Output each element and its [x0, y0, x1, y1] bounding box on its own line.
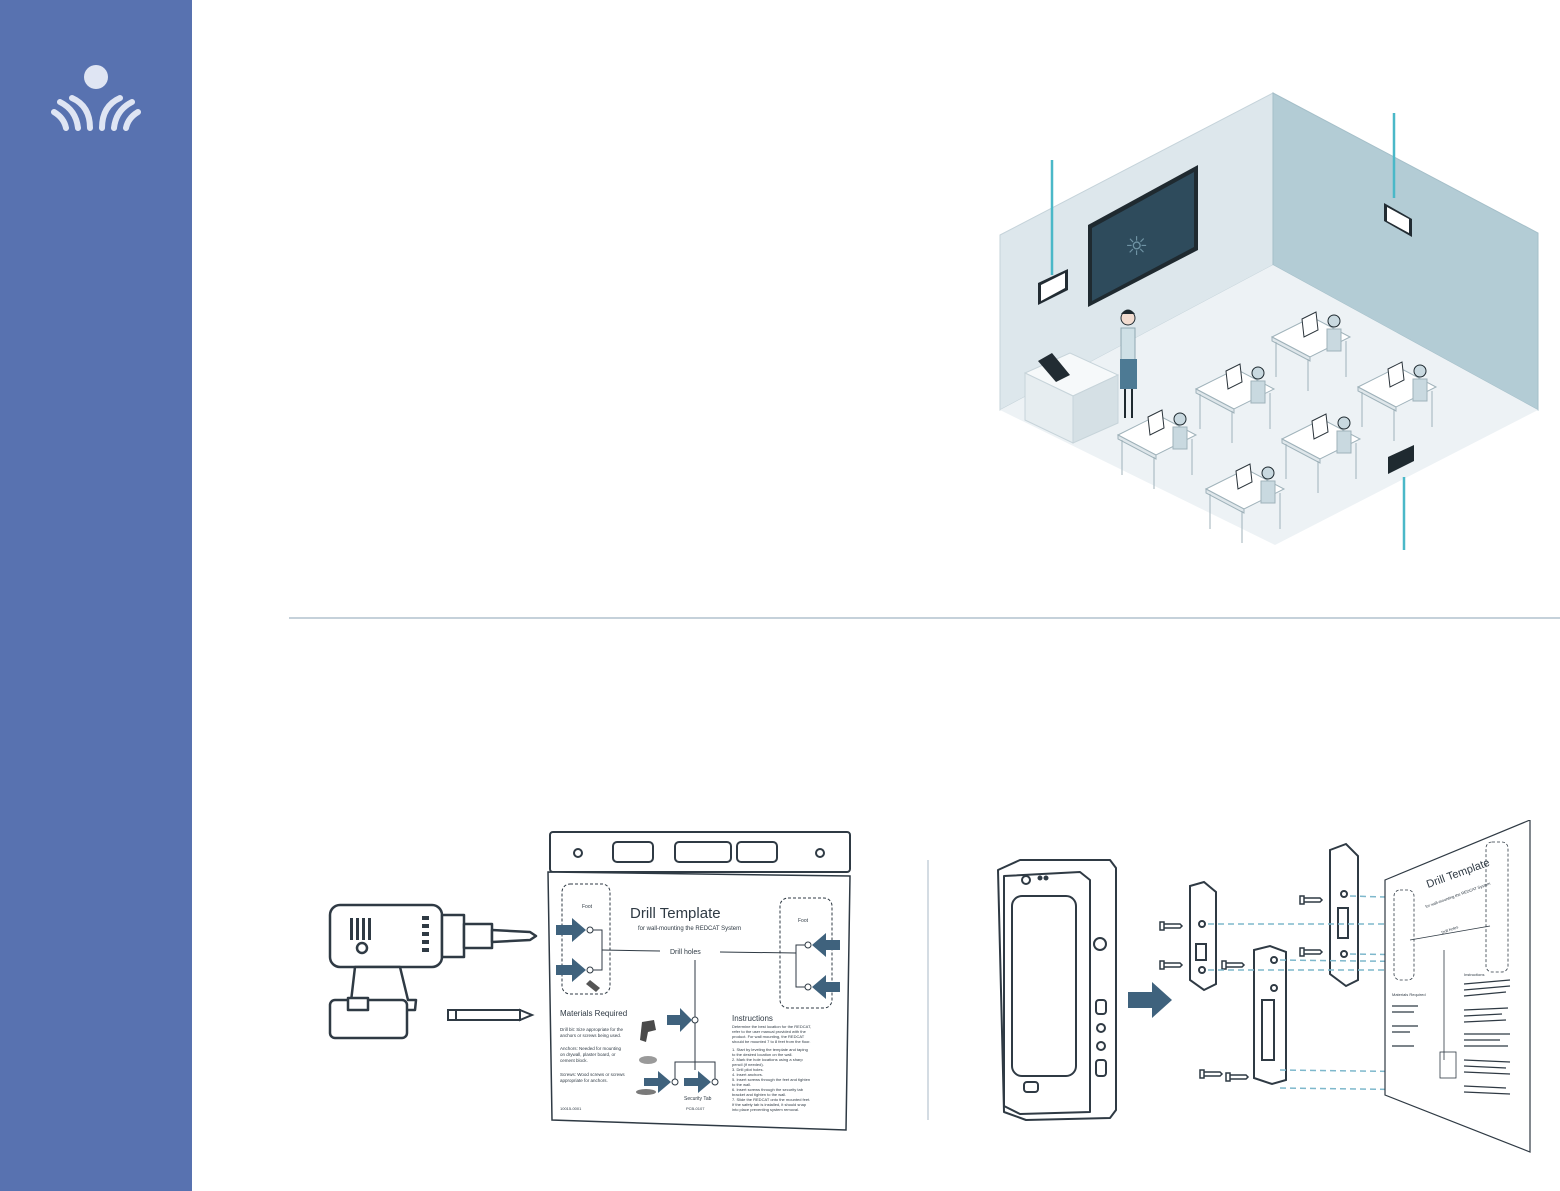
instructions-intro-3: product. For wall mounting, the REDCAT [732, 1034, 805, 1039]
materials-line-3b: appropriate for anchors. [560, 1078, 608, 1083]
classroom-floor [1000, 265, 1538, 545]
wall-mounted-device-icon [1038, 269, 1068, 305]
instructions-step: into place preventing system removal. [732, 1107, 799, 1112]
materials-line-3: Screws: Wood screws or screws [560, 1072, 625, 1077]
instructions-step: to the desired location on the wall. [732, 1052, 792, 1057]
svg-text:☼: ☼ [1125, 232, 1148, 262]
materials-line-2c: cement block. [560, 1058, 588, 1063]
instructions-step: 1. Start by leveling the template and ta… [732, 1047, 808, 1052]
materials-line-1b: anchors or screws being used. [560, 1033, 621, 1038]
template-drill-holes-label: Drill holes [670, 949, 701, 956]
drill-icon [328, 903, 538, 1040]
instructions-step: bracket and tighten to the wall. [732, 1092, 786, 1097]
template-security-tab-label: Security Tab [684, 1096, 712, 1102]
instructions-heading: Instructions [732, 1014, 773, 1023]
student-desk-icon [1116, 311, 1438, 543]
wall-mounted-device-icon [1384, 203, 1412, 237]
mounting-foot-icon [1189, 842, 1359, 992]
materials-line-2: Anchors: Needed for mounting [560, 1046, 622, 1051]
screw-icon [1159, 895, 1324, 1082]
materials-heading: Materials Required [560, 1009, 627, 1018]
template-part-number-bottom: PCB-0107 [686, 1106, 705, 1111]
instructions-intro-1: Determine the best location for the REDC… [732, 1024, 811, 1029]
mount-arrow-icon [1128, 982, 1172, 1018]
level-icon [549, 831, 851, 873]
section-divider [289, 617, 1560, 619]
template-foot-left: Foot [582, 904, 593, 910]
sun-rays-logo-icon [51, 65, 141, 131]
classroom-illustration: ☼ [999, 92, 1539, 550]
security-tab-bracket-icon [1253, 944, 1287, 1086]
template-subtitle: for wall-mounting the REDCAT System [638, 926, 741, 932]
wall-template-sheet: Drill Template for wall-mounting the RED… [1384, 820, 1531, 1153]
sidebar [0, 0, 192, 1191]
floor-device-icon [1388, 445, 1414, 474]
instructions-step: pencil (if needed). [732, 1062, 764, 1067]
teacher-icon [1120, 309, 1137, 418]
instructions-step: 3. Drill pilot holes. [732, 1067, 764, 1072]
pencil-icon [447, 1008, 535, 1022]
template-part-number-left: 10015-0001 [560, 1106, 582, 1111]
instructions-step: 6. Insert screws through the security ta… [732, 1087, 804, 1092]
redcat-device-icon [997, 859, 1117, 1121]
instructions-step: to the wall. [732, 1082, 751, 1087]
materials-images [586, 980, 657, 1095]
instructions-step: If the safety tab is installed, it shoul… [732, 1102, 807, 1107]
wall-template-materials: Materials Required [1392, 992, 1426, 997]
instructions-step: 7. Slide the REDCAT onto the mounted fee… [732, 1097, 810, 1102]
materials-line-2b: on drywall, plaster board, or [560, 1052, 616, 1057]
wall-template-instructions: Instructions [1464, 972, 1484, 977]
classroom-display-icon: ☼ [1088, 165, 1198, 307]
instructions-step: 4. Insert anchors. [732, 1072, 763, 1077]
wall-template-drill-holes: Drill holes [1441, 924, 1459, 935]
materials-line-1: Drill bit: Size appropriate for the [560, 1027, 624, 1032]
hole-arrow-icon [556, 918, 840, 1093]
instructions-intro-4: should be mounted 7 to 8 feet from the f… [732, 1039, 811, 1044]
template-title: Drill Template [630, 905, 721, 922]
instructions-intro-2: refer to the user manual provided with t… [732, 1029, 807, 1034]
instructions-step: 5. Insert screws through the feet and ti… [732, 1077, 810, 1082]
drill-template-sheet: Foot Foot Drill Template for wall-mounti… [547, 871, 851, 1131]
template-foot-right: Foot [798, 918, 809, 924]
installation-illustration: Foot Foot Drill Template for wall-mounti… [328, 820, 1531, 1153]
instructions-step: 2. Mark the hole locations using a sharp [732, 1057, 803, 1062]
